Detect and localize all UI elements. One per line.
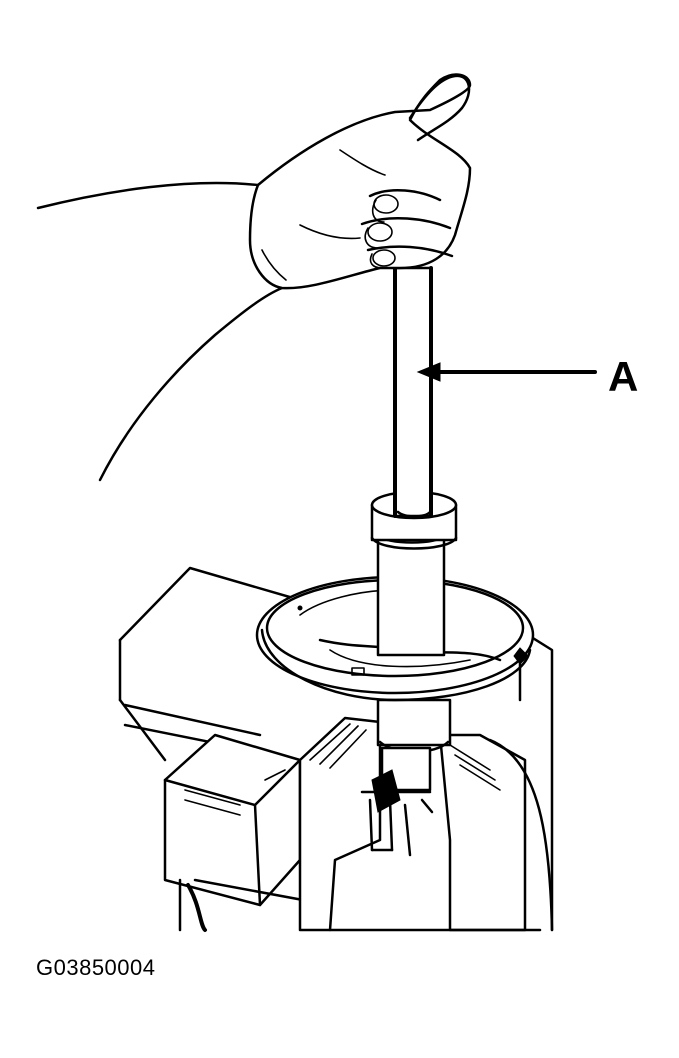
callout-leader [416, 362, 597, 382]
piston-rod [393, 266, 433, 518]
hand-gripping-rod [36, 73, 472, 482]
figure-code: G03850004 [36, 955, 156, 980]
callout-label-a: A [608, 353, 639, 400]
strut-lower-body [360, 698, 452, 857]
strut-tube [370, 490, 458, 657]
